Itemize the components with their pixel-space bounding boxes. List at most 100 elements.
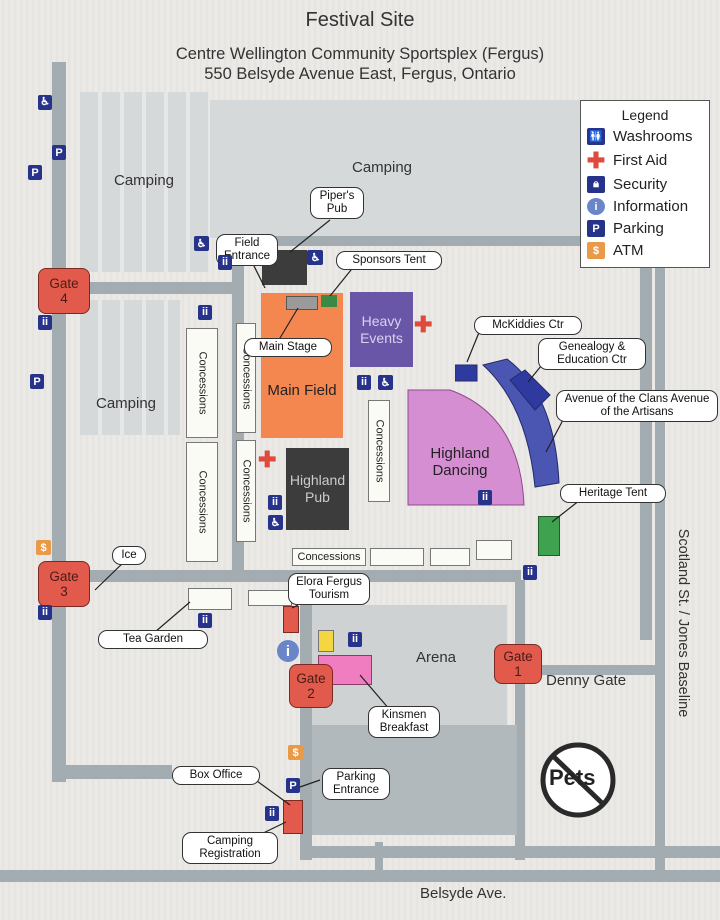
denny-gate-label: Denny Gate [546,672,627,689]
washroom-icon: ii [478,490,492,505]
accessible-icon: ♿︎ [308,250,323,265]
highland-pub: Highland Pub [286,448,349,530]
kinsmen-breakfast-callout: Kinsmen Breakfast [368,706,440,738]
camping-label-northwest: Camping [114,172,175,189]
highland-dancing-label: Highland Dancing [430,445,490,479]
field-north-road [244,236,644,246]
camping-area-west [80,300,180,435]
washroom-icon: ii [268,495,282,510]
concessions-stand-south: Concessions [292,548,366,566]
parking-entrance-callout: Parking Entrance [322,768,390,800]
accessible-icon: ♿︎ [194,236,209,251]
washroom-icon: ii [523,565,537,580]
legend-row-atm: $ ATM [587,242,644,259]
map-legend: Legend 🚻 Washrooms ✚ First Aid 🔒︎ Securi… [580,100,710,268]
arena-east-road [515,580,525,860]
belsyde-road [0,870,720,882]
arena-label: Arena [416,649,457,666]
pipers-pub-callout: Piper's Pub [310,187,364,219]
venue-name: Centre Wellington Community Sportsplex (… [175,45,545,63]
main-stage-callout: Main Stage [244,338,332,357]
security-icon: 🔒︎ [587,176,605,193]
main-field: Main Field [261,293,343,438]
accessible-icon: ♿︎ [268,515,283,530]
accessible-icon: ♿︎ [378,375,393,390]
washroom-icon: ii [265,806,279,821]
camping-area-northwest [80,92,210,272]
south-service-road [300,846,720,858]
washroom-icon: ii [218,255,232,270]
highland-dancing-area [407,389,525,506]
clans-artisans-callout: Avenue of the Clans Avenue of the Artisa… [556,390,718,422]
legend-row-washrooms: 🚻 Washrooms [587,128,692,145]
camping-label-west: Camping [96,395,157,412]
parking-icon: P [30,374,44,389]
sponsors-tent [321,295,337,307]
scotland-st-label: Scotland St. / Jones Baseline [675,528,691,718]
camping-label-north: Camping [352,159,413,176]
main-stage [286,296,318,310]
legend-title: Legend [621,107,669,123]
parking-icon: P [587,220,605,237]
tea-garden-callout: Tea Garden [98,630,208,649]
camping-registration-callout: Camping Registration [182,832,278,864]
washroom-icon: ii [348,632,362,647]
parking-icon: P [286,778,300,793]
mckiddies-ctr-callout: McKiddies Ctr [474,316,582,335]
concessions-stand-south-3 [430,548,470,566]
ice-callout: Ice [112,546,146,565]
first-aid-icon: ✚ [586,147,606,173]
heritage-tent [538,516,560,556]
washroom-icon: ii [198,305,212,320]
legend-row-parking: P Parking [587,220,664,237]
parking-icon: P [52,145,66,160]
security-booth [318,630,334,652]
south-access-road [375,842,383,872]
concessions-stand-east: Concessions [368,400,390,502]
tourism-booth [283,606,299,633]
genealogy-callout: Genealogy & Education Ctr [538,338,646,370]
washroom-icon: ii [198,613,212,628]
no-pets-sign [540,742,616,818]
map-title: Festival Site [305,9,415,31]
concessions-stand-field-lower: Concessions [236,440,256,542]
parking-icon: P [28,165,42,180]
information-icon: i [587,198,605,215]
gate4-road [66,282,236,294]
elora-fergus-tourism-callout: Elora Fergus Tourism [288,573,370,605]
southwest-road [52,765,172,779]
camping-area-north [210,100,580,238]
legend-row-first-aid: ✚ First Aid [586,147,668,173]
washroom-icon: 🚻 [587,128,605,145]
heavy-events: Heavy Events [350,292,413,367]
denny-gate-road [540,665,660,675]
legend-row-security: 🔒︎ Security [587,176,667,193]
arena-west-road [300,590,312,860]
atm-icon: $ [288,745,303,760]
concessions-stand-south-2 [370,548,424,566]
concessions-stand-west-upper: Concessions [186,328,218,438]
legend-row-information: i Information [587,198,688,215]
venue-address: 550 Belsyde Avenue East, Fergus, Ontario [204,65,516,83]
atm-icon: $ [587,242,605,259]
sponsors-tent-callout: Sponsors Tent [336,251,442,270]
box-office-callout: Box Office [172,766,260,785]
tea-garden-tent [188,588,232,610]
first-aid-icon: ✚ [414,312,433,337]
washroom-icon: ii [357,375,371,390]
washroom-icon: ii [38,605,52,620]
no-pets-text: Pets [549,765,596,790]
heritage-tent-callout: Heritage Tent [560,484,666,503]
washroom-icon: ♿︎ [38,95,52,110]
clans-artisans-tents [455,358,560,488]
belsyde-ave-label: Belsyde Ave. [420,885,507,902]
concessions-stand-south-4 [476,540,512,560]
atm-icon: $ [36,540,51,555]
washroom-icon: ii [38,315,52,330]
concessions-stand-west-lower: Concessions [186,442,218,562]
